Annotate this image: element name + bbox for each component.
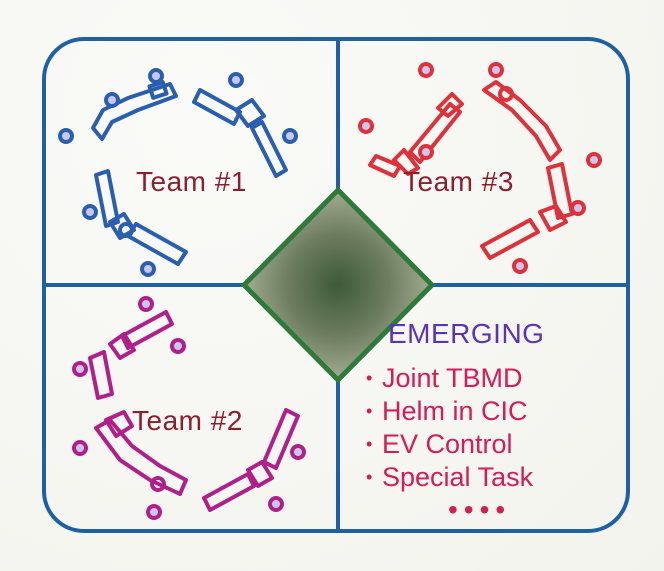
team-2-operators: [72, 296, 306, 520]
emerging-title: EMERGING: [388, 318, 545, 349]
outer-frame: [42, 37, 630, 533]
emerging-item: •Helm in CIC: [366, 396, 528, 426]
emerging-list: •Joint TBMD •Helm in CIC •EV Control •Sp…: [366, 362, 533, 494]
team-3-label: Team #3: [403, 166, 514, 197]
team-1-stations: [91, 80, 288, 266]
team-1-label: Team #1: [136, 166, 247, 197]
team-1-operators: [58, 68, 298, 277]
emerging-more-indicator: ••••: [448, 494, 512, 525]
emerging-item: •Special Task: [366, 462, 534, 492]
team-2-stations: [88, 310, 300, 512]
emerging-item: •EV Control: [366, 429, 513, 459]
emerging-item: •Joint TBMD: [366, 363, 523, 393]
team-3-operators: [358, 62, 602, 274]
team-2-label: Team #2: [132, 405, 243, 436]
center-diamond: [240, 186, 436, 384]
team-3-stations: [368, 80, 574, 260]
